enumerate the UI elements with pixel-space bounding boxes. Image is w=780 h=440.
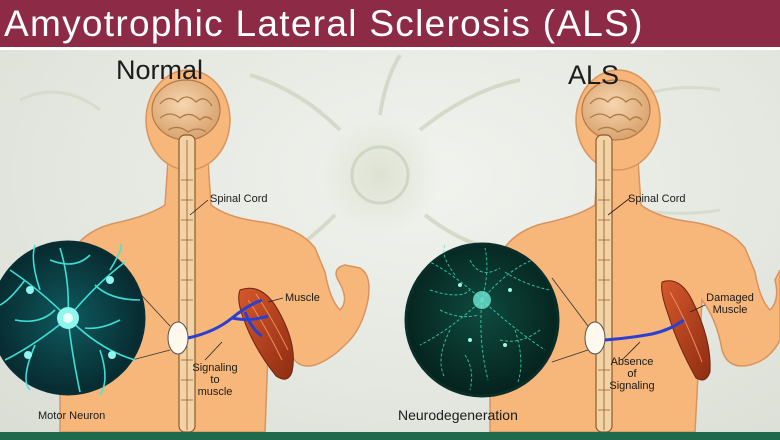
normal-heading: Normal <box>116 55 204 85</box>
neurodegeneration-label: Neurodegeneration <box>398 407 518 423</box>
absence-of-signaling-label: Absence of Signaling <box>604 356 660 392</box>
motor-neuron-label: Motor Neuron <box>38 410 106 422</box>
motor-neuron-lens <box>0 240 146 396</box>
page-title: Amyotrophic Lateral Sclerosis (ALS) <box>4 3 644 44</box>
nerve-signal-icon <box>187 298 269 340</box>
damaged-muscle-line-2: Muscle <box>712 304 748 316</box>
brain-icon <box>581 79 651 141</box>
normal-body <box>59 69 370 433</box>
damaged-muscle-line-1: Damaged <box>706 292 754 304</box>
normal-signaling-label: Signaling to muscle <box>188 362 242 398</box>
bottom-strip <box>0 432 780 440</box>
absence-line-1: Absence <box>610 356 654 368</box>
neurodegeneration-lens <box>404 242 560 398</box>
signaling-line-3: muscle <box>197 386 233 398</box>
damaged-muscle-icon <box>661 280 711 381</box>
normal-muscle-label: Muscle <box>285 292 320 304</box>
normal-spinal-cord-label: Spinal Cord <box>210 193 268 205</box>
signaling-line-2: to <box>210 374 220 386</box>
damaged-muscle-label: Damaged Muscle <box>702 292 758 316</box>
absence-line-2: of <box>627 368 637 380</box>
als-body <box>489 69 780 433</box>
nerve-signal-icon <box>604 318 685 342</box>
als-spinal-cord-label: Spinal Cord <box>628 193 686 205</box>
signaling-line-1: Signaling <box>192 362 238 374</box>
als-heading: ALS <box>568 60 620 90</box>
absence-line-3: Signaling <box>609 380 655 392</box>
title-bar: Amyotrophic Lateral Sclerosis (ALS) <box>0 0 780 50</box>
